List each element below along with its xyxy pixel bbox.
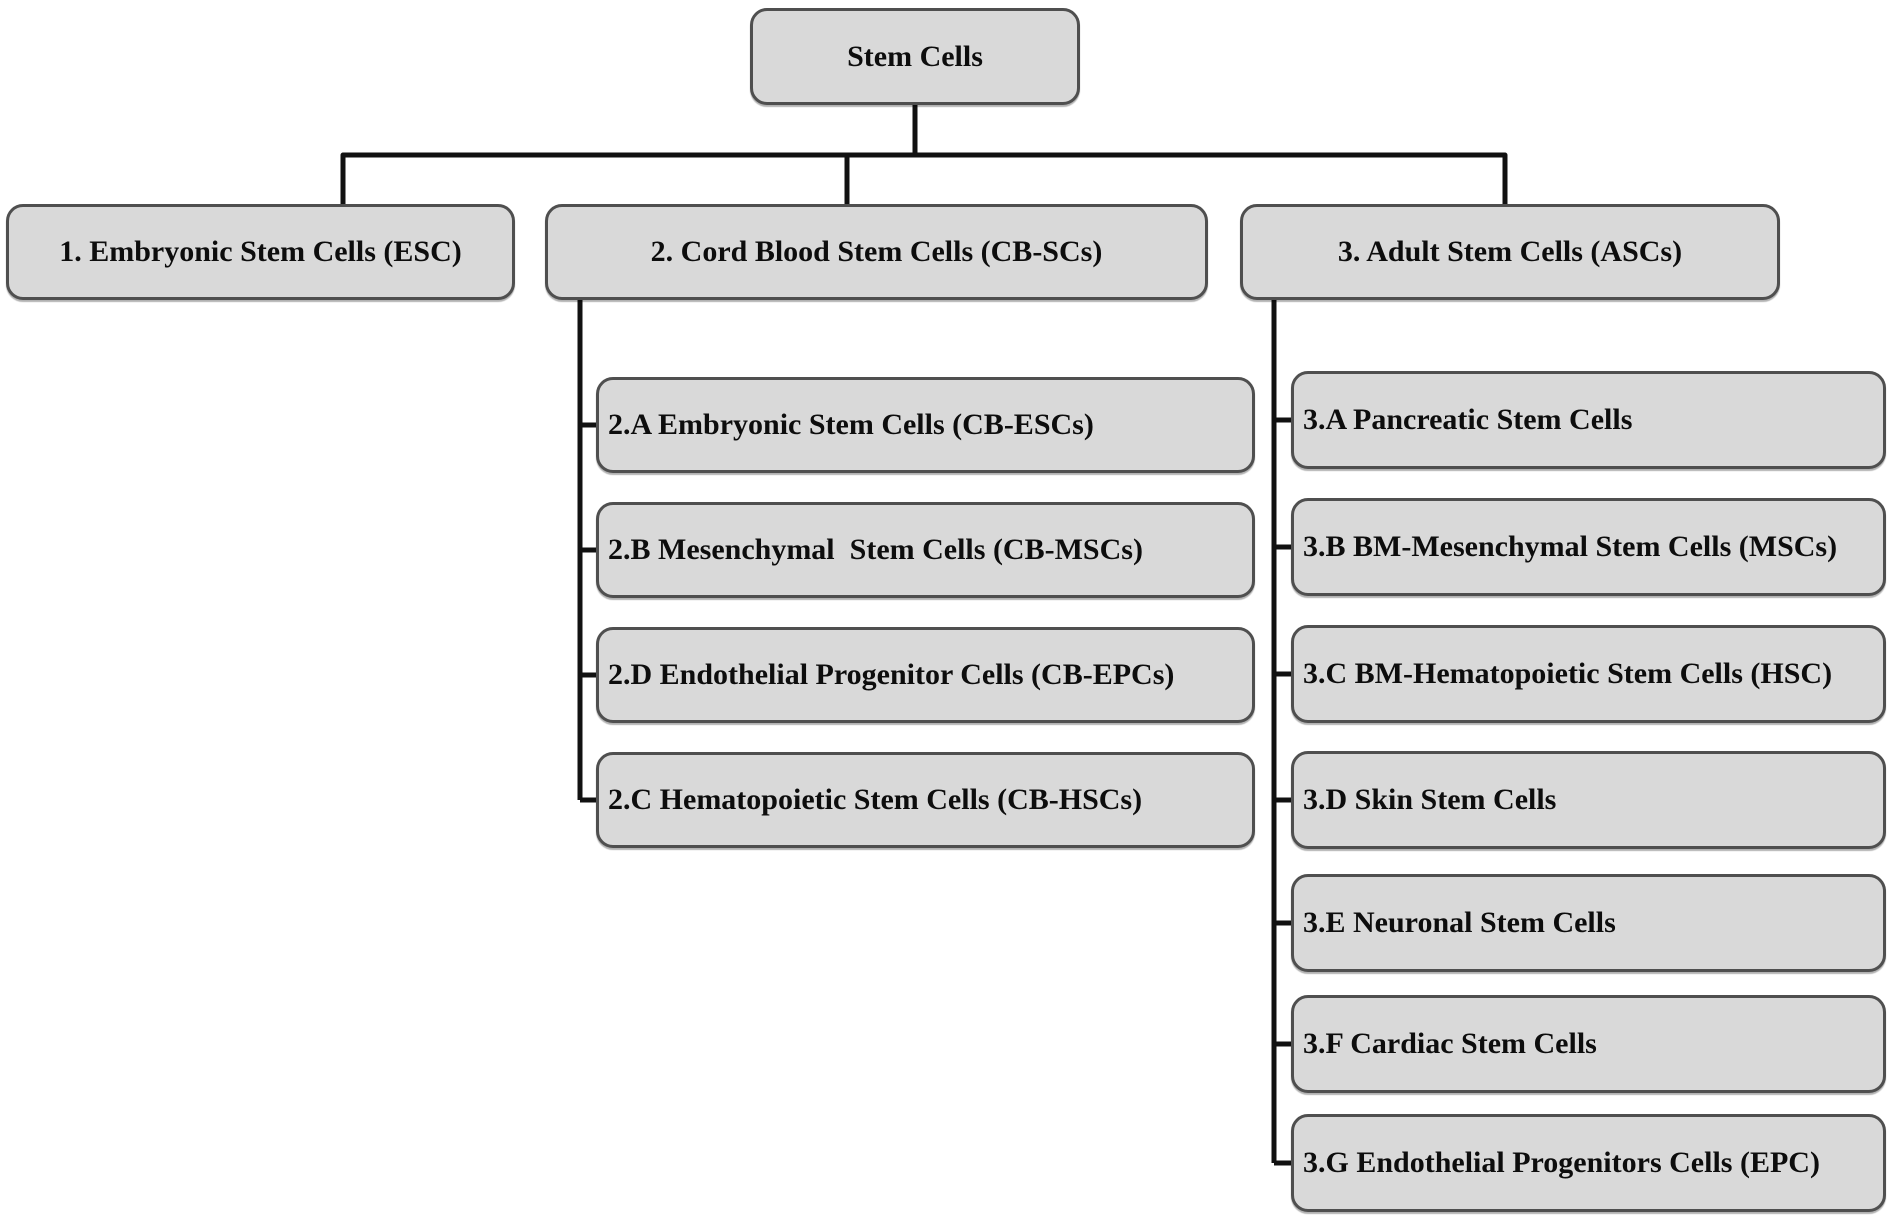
node-3f-cardiac-stem-cells: 3.F Cardiac Stem Cells <box>1291 995 1886 1093</box>
node-stem-cells: Stem Cells <box>750 8 1080 105</box>
node-3e-neuronal-stem-cells: 3.E Neuronal Stem Cells <box>1291 874 1886 972</box>
node-3d-skin-stem-cells: 3.D Skin Stem Cells <box>1291 751 1886 849</box>
node-2d-endothelial-progenitor-cells: 2.D Endothelial Progenitor Cells (CB-EPC… <box>596 627 1255 723</box>
node-2-cord-blood-stem-cells: 2. Cord Blood Stem Cells (CB-SCs) <box>545 204 1208 300</box>
node-3a-pancreatic-stem-cells: 3.A Pancreatic Stem Cells <box>1291 371 1886 469</box>
level1-rail-line <box>340 152 1508 206</box>
node-2a-embryonic-stem-cells: 2.A Embryonic Stem Cells (CB-ESCs) <box>596 377 1255 473</box>
node-1-embryonic-stem-cells: 1. Embryonic Stem Cells (ESC) <box>6 204 515 300</box>
node-3g-endothelial-progenitors-cells: 3.G Endothelial Progenitors Cells (EPC) <box>1291 1114 1886 1212</box>
cord-blood-spine-line <box>577 298 598 803</box>
node-2b-mesenchymal-stem-cells: 2.B Mesenchymal Stem Cells (CB-MSCs) <box>596 502 1255 598</box>
node-3c-bm-hematopoietic-stem-cells: 3.C BM-Hematopoietic Stem Cells (HSC) <box>1291 625 1886 723</box>
node-3-adult-stem-cells: 3. Adult Stem Cells (ASCs) <box>1240 204 1780 300</box>
node-2c-hematopoietic-stem-cells: 2.C Hematopoietic Stem Cells (CB-HSCs) <box>596 752 1255 848</box>
adult-spine-line <box>1271 298 1293 1166</box>
node-3b-bm-mesenchymal-stem-cells: 3.B BM-Mesenchymal Stem Cells (MSCs) <box>1291 498 1886 596</box>
